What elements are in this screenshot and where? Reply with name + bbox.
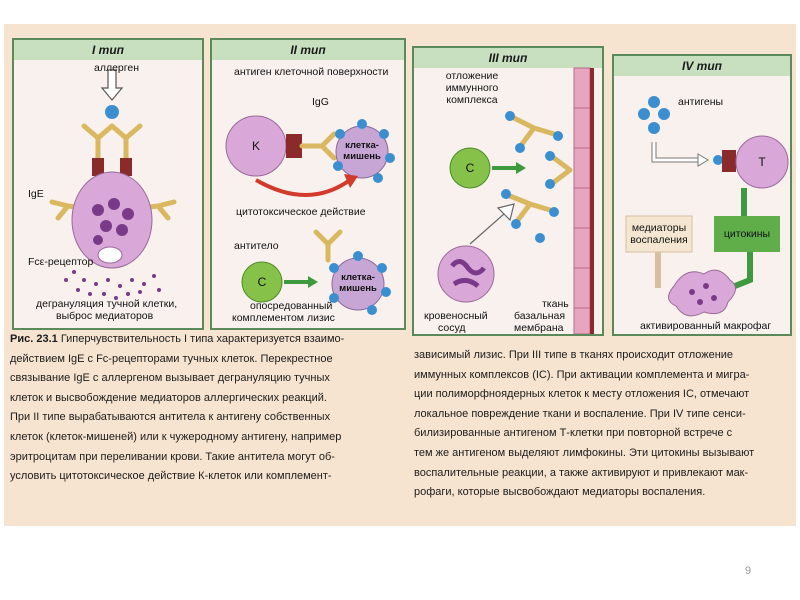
caption-line: условить цитотоксическое действие К-клет… xyxy=(10,470,332,483)
label-membrane-2: мембрана xyxy=(514,322,564,334)
cytotoxic-arrow-icon xyxy=(255,178,352,197)
label-c: C xyxy=(257,275,267,289)
panel-title: IV тип xyxy=(614,56,790,76)
label-igg: IgG xyxy=(312,96,329,108)
immune-complex-icon xyxy=(507,115,573,223)
label-degranulation-2: выброс медиаторов xyxy=(56,310,154,322)
panel-type-2: II тип xyxy=(210,38,406,330)
label-degranulation-1: дегрануляция тучной клетки, xyxy=(36,298,178,310)
label-membrane-1: базальная xyxy=(514,310,566,322)
antigen-icon xyxy=(638,96,670,134)
complement-c xyxy=(241,261,283,303)
label-surface-antigen: антиген клеточной поверхности xyxy=(234,66,389,78)
caption-line: действием IgE с Fc-рецепторами тучных кл… xyxy=(10,352,333,365)
panel-type-1: I тип xyxy=(12,38,204,330)
figure-label: Рис. 23.1 xyxy=(10,333,58,345)
allergen-icon xyxy=(105,105,119,119)
macrophage-cell xyxy=(668,269,736,317)
caption-line: иммунных комплексов (IC). При активации … xyxy=(414,368,750,381)
panel-title: II тип xyxy=(212,40,404,60)
caption-line: клеток (клеток-мишеней) или к чужеродном… xyxy=(10,431,342,443)
label-t: T xyxy=(758,155,766,169)
panel-title: I тип xyxy=(14,40,202,60)
page-number: 9 xyxy=(745,565,752,577)
fc-receptor-icon xyxy=(286,134,302,158)
cytokines-box xyxy=(714,216,780,252)
caption-line: зависимый лизис. При III типе в тканях п… xyxy=(414,349,734,361)
label-target-1a: клетка- xyxy=(345,140,379,151)
caption-line: локальное повреждение ткани и воспаление… xyxy=(414,407,746,420)
neutrophil-cell xyxy=(437,245,495,303)
type-3-diagram xyxy=(437,67,594,334)
mediator-dots-icon xyxy=(64,270,161,300)
label-antibody: антитело xyxy=(234,240,279,252)
caption-line: эритроцитам при переливании крови. Такие… xyxy=(10,450,335,463)
label-fc-receptor: Fcε-рецептор xyxy=(28,256,94,268)
caption-line: тем же антигеном выделяют лимфокины. Эти… xyxy=(414,447,755,459)
ige-antibody-icon xyxy=(49,123,177,221)
surface-antigen-icon xyxy=(333,119,395,183)
label-deposition-2: иммунного xyxy=(445,82,499,94)
t-receptor-icon xyxy=(722,150,736,172)
granule-icon xyxy=(689,283,717,305)
label-cytokines: цитокины xyxy=(723,228,771,240)
label-macrophage: активированный макрофаг xyxy=(640,320,772,332)
label-target-2a: клетка- xyxy=(341,272,375,283)
label-deposition-1: отложение xyxy=(445,70,499,82)
white-arrow-icon xyxy=(651,142,698,163)
caption-line: связывание IgE с аллергеном вызывает дег… xyxy=(10,372,330,385)
label-vessel-1: кровеносный xyxy=(424,310,488,322)
type-4-diagram xyxy=(625,96,789,317)
nucleus-icon xyxy=(450,259,486,288)
panel-type-3: III тип xyxy=(412,46,604,336)
label-deposition-3: комплекса xyxy=(446,94,498,106)
label-cytotoxic: цитотоксическое действие xyxy=(236,206,366,218)
caption-line: билизированные антигеном Т-клетки при по… xyxy=(414,427,733,440)
label-ige: IgE xyxy=(28,188,44,200)
label-c: C xyxy=(465,161,475,175)
label-allergen: аллерген xyxy=(94,62,140,74)
t-cell xyxy=(735,135,789,189)
type-2-diagram xyxy=(225,115,395,315)
caption-line: клеток и высвобождение медиаторов аллерг… xyxy=(10,391,327,404)
caption-line: Рис. 23.1 Гиперчувствительность I типа х… xyxy=(10,333,345,345)
label-target-1b: мишень xyxy=(343,151,381,162)
igg-antibody-icon xyxy=(299,131,343,263)
label-mediators-2: воспаления xyxy=(630,234,688,246)
nucleus-icon xyxy=(97,246,123,264)
panel-title: III тип xyxy=(414,48,602,68)
caption-line: ции полиморфноядерных клеток к месту отл… xyxy=(414,388,750,401)
green-arrow-icon xyxy=(728,252,753,291)
textbook-photo: I тип xyxy=(4,24,796,526)
allergen-arrow-icon xyxy=(100,69,124,101)
migration-arrow-icon xyxy=(469,203,515,245)
granule-icon xyxy=(92,198,134,245)
label-lysis-1: опосредованный xyxy=(250,300,333,312)
label-vessel-2: сосуд xyxy=(438,322,466,334)
caption-line: воспалительные реакции, а также активиру… xyxy=(414,466,749,479)
label-tissue: ткань xyxy=(542,298,569,310)
label-target-2b: мишень xyxy=(339,283,377,294)
antigen-icon xyxy=(501,111,563,243)
mast-cell xyxy=(71,171,153,269)
complement-c xyxy=(449,147,491,189)
mast-cell-diagram xyxy=(49,69,177,300)
label-mediators-1: медиаторы xyxy=(631,222,687,234)
label-k: K xyxy=(251,139,260,153)
label-lysis-2: комплементом лизис xyxy=(232,312,335,324)
caption-line: При II типе вырабатываются антитела к ан… xyxy=(10,411,331,424)
basement-membrane xyxy=(590,68,594,334)
label-antigens: антигены xyxy=(678,96,724,108)
panel-type-4: IV тип антигены T xyxy=(612,54,792,336)
caption-line: рофаги, которые высвобождают медиаторы в… xyxy=(414,486,706,499)
